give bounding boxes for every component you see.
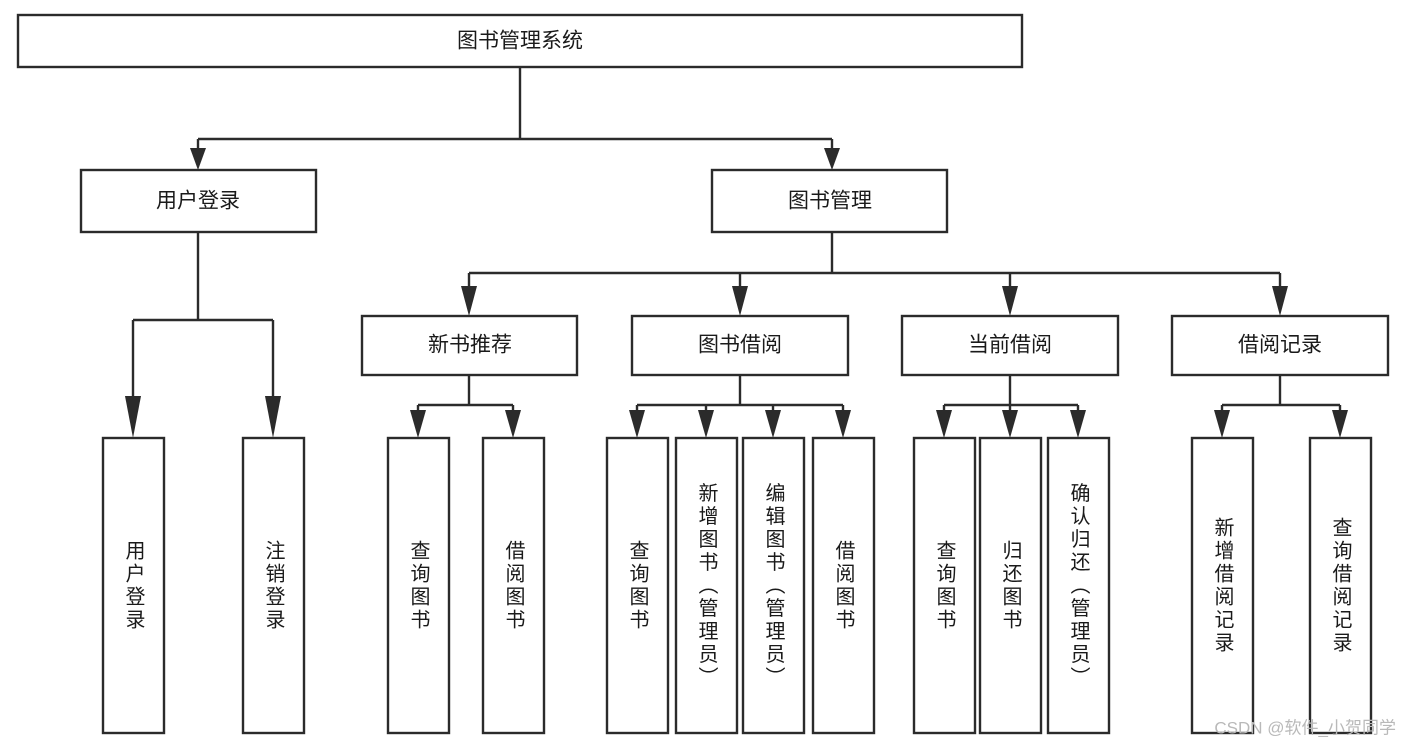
node-borrow-record-label: 借阅记录	[1238, 334, 1322, 357]
arrowhead-leaf-query-book-2	[629, 410, 645, 438]
arrowhead-leaf-add-book	[698, 410, 714, 438]
node-book-borrow[interactable]: 图书借阅	[630, 314, 850, 377]
leaf-borrow-book-borrow[interactable]: 借阅图书	[811, 436, 876, 735]
leaf-add-borrow-record-label: 新增借阅记录	[1211, 517, 1234, 655]
connector-user-login-to-leaves	[125, 232, 281, 438]
leaf-query-book-borrow-label: 查询图书	[626, 540, 649, 632]
arrowhead-leaf-add-record	[1214, 410, 1230, 438]
connector-book-manage-to-level3	[461, 232, 1288, 316]
leaf-return-book-label: 归还图书	[999, 540, 1022, 632]
arrowhead-leaf-query-book-1	[410, 410, 426, 438]
leaf-user-login-label: 用户登录	[122, 540, 145, 632]
watermark-label: CSDN @软件_小贺同学	[1214, 718, 1396, 737]
arrowhead-leaf-borrow-book-2	[835, 410, 851, 438]
leaf-query-book-recommend[interactable]: 查询图书	[386, 436, 451, 735]
leaf-borrow-book-borrow-label: 借阅图书	[832, 540, 855, 632]
leaf-edit-book-admin[interactable]: 编辑图书（管理员）	[741, 436, 806, 735]
leaf-user-login[interactable]: 用户登录	[101, 436, 166, 735]
leaf-borrow-book-recommend-label: 借阅图书	[502, 540, 525, 632]
node-user-login-label: 用户登录	[156, 190, 240, 213]
node-root-system-label: 图书管理系统	[457, 30, 583, 53]
node-current-borrow-label: 当前借阅	[968, 334, 1052, 357]
leaf-logout-label: 注销登录	[262, 540, 285, 632]
arrowhead-user-login	[190, 148, 206, 170]
arrowhead-leaf-logout	[265, 396, 281, 438]
arrowhead-book-manage	[824, 148, 840, 170]
arrowhead-borrow-record	[1272, 286, 1288, 316]
leaf-query-book-borrow[interactable]: 查询图书	[605, 436, 670, 735]
leaf-edit-book-admin-label: 编辑图书（管理员）	[762, 482, 785, 689]
node-user-login[interactable]: 用户登录	[79, 168, 318, 234]
arrowhead-leaf-return-book	[1002, 410, 1018, 438]
arrowhead-leaf-edit-book	[765, 410, 781, 438]
arrowhead-leaf-query-record	[1332, 410, 1348, 438]
node-root-system[interactable]: 图书管理系统	[16, 13, 1024, 69]
arrowhead-leaf-query-book-3	[936, 410, 952, 438]
leaf-query-book-current[interactable]: 查询图书	[912, 436, 977, 735]
leaf-add-borrow-record[interactable]: 新增借阅记录	[1190, 436, 1255, 735]
arrowhead-leaf-user-login	[125, 396, 141, 438]
leaf-query-borrow-record[interactable]: 查询借阅记录	[1308, 436, 1373, 735]
node-new-book-recommend-label: 新书推荐	[428, 334, 512, 357]
leaf-query-borrow-record-label: 查询借阅记录	[1329, 517, 1352, 655]
arrowhead-book-borrow	[732, 286, 748, 316]
node-book-manage[interactable]: 图书管理	[710, 168, 949, 234]
arrowhead-new-book-recommend	[461, 286, 477, 316]
leaf-confirm-return-admin[interactable]: 确认归还（管理员）	[1046, 436, 1111, 735]
leaf-confirm-return-admin-label: 确认归还（管理员）	[1067, 482, 1090, 689]
node-book-manage-label: 图书管理	[788, 190, 872, 213]
leaf-add-book-admin[interactable]: 新增图书（管理员）	[674, 436, 739, 735]
leaf-return-book[interactable]: 归还图书	[978, 436, 1043, 735]
arrowhead-leaf-borrow-book-1	[505, 410, 521, 438]
node-book-borrow-label: 图书借阅	[698, 334, 782, 357]
leaf-add-book-admin-label: 新增图书（管理员）	[695, 482, 718, 689]
node-borrow-record[interactable]: 借阅记录	[1170, 314, 1390, 377]
arrowhead-current-borrow	[1002, 286, 1018, 316]
connector-root-to-level2	[190, 67, 840, 170]
connector-borrow-record-to-leaves	[1214, 375, 1348, 438]
connector-book-borrow-to-leaves	[629, 375, 851, 438]
node-new-book-recommend[interactable]: 新书推荐	[360, 314, 579, 377]
leaf-borrow-book-recommend[interactable]: 借阅图书	[481, 436, 546, 735]
leaf-query-book-current-label: 查询图书	[933, 540, 956, 632]
arrowhead-leaf-confirm-return	[1070, 410, 1086, 438]
leaf-logout[interactable]: 注销登录	[241, 436, 306, 735]
leaf-query-book-recommend-label: 查询图书	[407, 540, 430, 632]
node-current-borrow[interactable]: 当前借阅	[900, 314, 1120, 377]
connector-current-borrow-to-leaves	[936, 375, 1086, 438]
connector-new-book-recommend-to-leaves	[410, 375, 521, 438]
